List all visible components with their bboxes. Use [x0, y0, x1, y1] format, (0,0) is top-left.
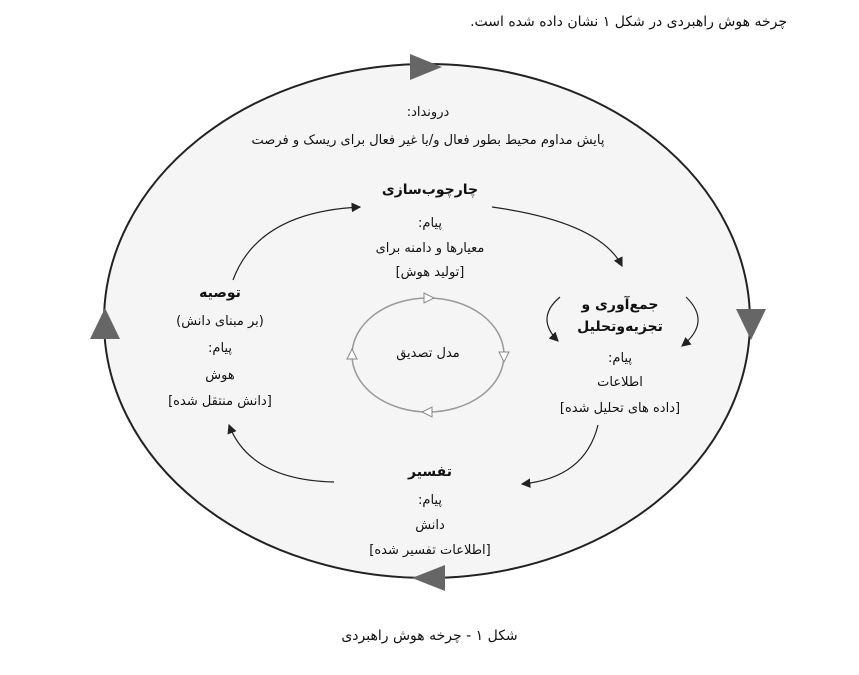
input-text: پایش مداوم محیط بطور فعال و/یا غیر فعال … [251, 133, 605, 148]
collection-title-line2: تجزیه‌وتحلیل [577, 319, 663, 335]
recommendation-subtitle: (بر مبنای دانش) [176, 314, 264, 329]
arrow-interpretation-to-recommendation [227, 423, 335, 483]
interpretation-message-line2: [اطلاعات تفسیر شده] [369, 543, 491, 558]
framing-title: چارچوب‌سازی [381, 182, 479, 198]
loop-arrow-right [681, 296, 699, 347]
input-title: درونداد: [406, 105, 450, 120]
recommendation-message-line2: [دانش منتقل شده] [168, 394, 272, 409]
framing-message-label: پیام: [418, 216, 442, 231]
recommendation-message-line1: هوش [205, 368, 235, 383]
interpretation-title: تفسیر [407, 464, 452, 480]
interpretation-message-label: پیام: [418, 493, 442, 508]
recommendation-message-label: پیام: [208, 341, 232, 356]
arrow-recommendation-to-framing [232, 202, 362, 281]
outer-arrow-left [90, 308, 120, 339]
arrow-collection-to-interpretation [520, 424, 599, 488]
recommendation-title: توصیه [199, 285, 241, 301]
collection-title-line1: جمع‌آوری و [581, 297, 659, 313]
framing-message-line2: [تولید هوش] [395, 265, 465, 280]
validation-arrow-top [423, 292, 436, 304]
interpretation-message-line1: دانش [415, 518, 445, 533]
validation-arrow-bottom [420, 406, 433, 418]
figure-caption: شکل ۱ - چرخه هوش راهبردی [341, 628, 518, 644]
outer-arrow-top [410, 54, 442, 80]
loop-arrow-left [546, 296, 561, 342]
outer-arrow-bottom [412, 565, 445, 591]
outer-arrow-right [736, 309, 766, 340]
arrow-framing-to-collection [491, 206, 623, 268]
validation-model-label: مدل تصدیق [396, 346, 460, 361]
framing-message-line1: معیارها و دامنه برای [375, 241, 485, 256]
validation-arrow-left [346, 347, 358, 360]
intro-text: چرخه هوش راهبردی در شکل ۱ نشان داده شده … [470, 14, 787, 30]
collection-message-line2: [داده های تحلیل شده] [559, 401, 681, 416]
collection-message-line1: اطلاعات [597, 375, 643, 390]
collection-message-label: پیام: [608, 351, 632, 366]
validation-arrow-right [498, 351, 510, 364]
